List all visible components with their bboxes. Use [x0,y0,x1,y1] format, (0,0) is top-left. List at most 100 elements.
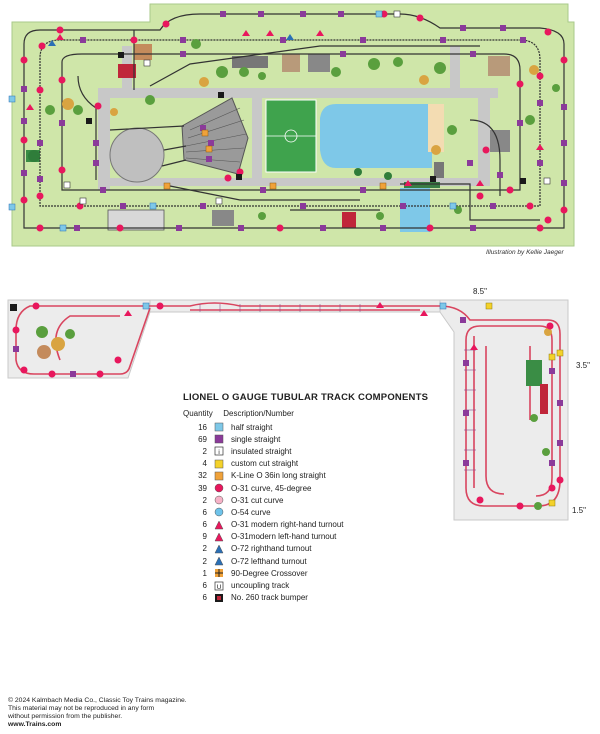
o72-left-turnout-icon [213,556,225,566]
building-6 [434,162,444,178]
custom-cut-straight-icon [213,459,225,469]
road-west [98,90,110,190]
building-5 [490,130,510,152]
pond [320,104,432,168]
legend-quantity: 6 [202,581,207,591]
legend-description: uncoupling track [231,581,290,591]
website-url: www.Trains.com [8,721,62,728]
red-station [342,212,356,228]
track-components-legend: LIONEL O GAUGE TUBULAR TRACK COMPONENTS … [183,392,463,604]
uncoupling-track-icon: U [213,581,225,591]
dimension-top: 8.5" [473,287,487,296]
legend-row: 2 O-31 cut curve [183,494,463,506]
legend-quantity: 2 [202,495,207,505]
illustration-credit: Illustration by Kellie Jaeger [486,249,564,256]
copyright-footer: © 2024 Kalmbach Media Co., Classic Toy T… [8,697,187,729]
dimension-right-upper: 3.5" [576,361,590,370]
station-yard [107,209,165,231]
legend-description: O-72 lefthand turnout [231,556,307,566]
upper-level-track-plan [8,3,575,247]
building-4 [488,56,510,76]
legend-quantity: 32 [198,471,207,481]
legend-row: 2 i insulated straight [183,445,463,457]
svg-text:U: U [217,585,221,591]
road-northeast [450,46,460,92]
roundhouse [181,97,249,175]
lower-level-track-plan [7,299,569,521]
legend-description: half straight [231,422,273,432]
legend-description: O-31 modern right-hand turnout [231,520,344,530]
legend-quantity: 6 [202,593,207,603]
legend-description: O-54 curve [231,507,271,517]
o54-curve-icon [213,507,225,517]
legend-quantity: 4 [202,459,207,469]
o31-right-turnout-icon [213,520,225,530]
quantity-header: Quantity [183,409,213,418]
legend-description: single straight [231,434,281,444]
legend-description: custom cut straight [231,459,299,469]
lake-lower [400,188,430,232]
copyright-line-3: without permission from the publisher. [8,713,123,720]
shed [134,44,152,60]
road-center [252,96,262,186]
legend-quantity: 6 [202,507,207,517]
legend-header: Quantity Description/Number [183,409,463,418]
legend-quantity: 2 [202,446,207,456]
legend-row: 6 O-54 curve [183,506,463,518]
legend-description: 90-Degree Crossover [231,568,308,578]
lower-track-markers [10,302,564,510]
legend-row: 69 single straight [183,433,463,445]
legend-quantity: 2 [202,544,207,554]
o31-curve-icon [213,483,225,493]
legend-row: 1 90-Degree Crossover [183,567,463,579]
building-3 [308,54,330,72]
legend-description: O-72 righthand turnout [231,544,312,554]
single-straight-icon [213,434,225,444]
legend-row: 32 K-Line O 36in long straight [183,470,463,482]
red-engine-house [118,64,136,78]
upper-track-markers [8,10,568,232]
road-east [478,96,490,186]
legend-quantity: 69 [198,434,207,444]
description-header: Description/Number [223,409,294,418]
lower-scenery [36,326,552,510]
legend-description: K-Line O 36in long straight [231,471,326,481]
legend-row: 16 half straight [183,421,463,433]
legend-quantity: 6 [202,520,207,530]
half-straight-icon [213,422,225,432]
legend-row: 6 O-31 modern right-hand turnout [183,519,463,531]
building-1 [232,56,268,68]
legend-description: O-31modern left-hand turnout [231,532,337,542]
legend-quantity: 9 [202,532,207,542]
beach [428,104,444,152]
road-lower [98,178,488,186]
legend-quantity: 2 [202,556,207,566]
legend-row: 2 O-72 righthand turnout [183,543,463,555]
legend-description: O-31 cut curve [231,495,284,505]
legend-description: insulated straight [231,446,292,456]
legend-row: 4 custom cut straight [183,458,463,470]
track-bumper-icon [213,593,225,603]
road-main [98,88,498,98]
svg-text:i: i [218,450,219,456]
legend-quantity: 1 [202,568,207,578]
legend-title: LIONEL O GAUGE TUBULAR TRACK COMPONENTS [183,392,429,403]
o72-right-turnout-icon [213,544,225,554]
long-straight-icon [213,471,225,481]
legend-row: 9 O-31modern left-hand turnout [183,531,463,543]
building-2 [282,54,300,72]
copyright-line-2: This material may not be reproduced in a… [8,705,155,712]
dimension-right-lower: 1.5" [572,506,586,515]
bridge [404,182,440,188]
o31-left-turnout-icon [213,532,225,542]
insulated-straight-icon: i [213,446,225,456]
upper-trees [28,39,560,220]
legend-quantity: 16 [198,422,207,432]
legend-description: O-31 curve, 45-degree [231,483,312,493]
copyright-line-1: © 2024 Kalmbach Media Co., Classic Toy T… [8,697,187,704]
warehouse [212,210,234,226]
